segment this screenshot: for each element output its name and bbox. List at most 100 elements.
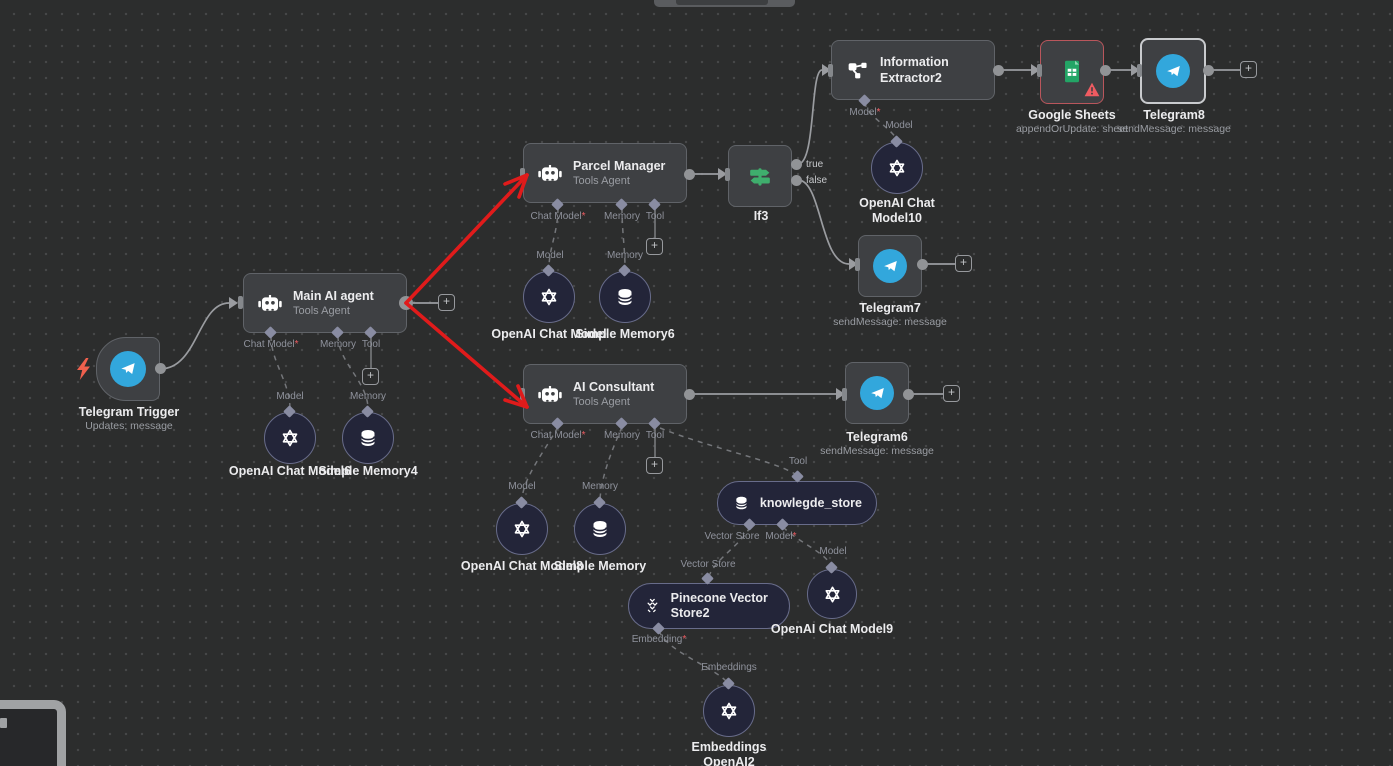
add-node-button[interactable]: + [1240,61,1257,78]
port-label: Model [276,391,304,402]
port-label: Model [885,120,913,131]
input-port[interactable] [520,168,525,181]
node-title: Information Extractor2 [880,54,949,85]
node-openai-chat-model[interactable] [523,271,575,323]
openai-icon [824,585,840,603]
node-telegram8[interactable] [1140,38,1206,104]
node-openai-chat-model10[interactable] [871,142,923,194]
add-tool-button[interactable]: + [646,238,663,255]
output-label-true: true [806,159,824,170]
node-subtitle-label: sendMessage: message [1117,123,1231,135]
node-name-label: Simple Memory6 [575,327,675,341]
node-main-ai-agent[interactable]: Main AI agent Tools Agent [243,273,407,333]
node-simple-memory6[interactable] [599,271,651,323]
output-port[interactable] [684,389,695,400]
lightning-icon [77,358,90,380]
node-information-extractor2[interactable]: Information Extractor2 [831,40,995,100]
openai-icon [282,429,298,447]
node-name-label: Telegram6 [846,430,908,444]
output-port-false[interactable] [791,175,802,186]
output-label-false: false [806,175,828,186]
node-title: AI Consultant [573,379,655,394]
input-port[interactable] [828,64,833,77]
output-port[interactable] [684,169,695,180]
node-name-label: OpenAI Chat Model9 [770,622,894,636]
node-subtitle-label: sendMessage: message [820,445,934,457]
openai-icon [721,702,737,720]
node-telegram7[interactable] [858,235,922,297]
port-label: Memory [319,339,357,350]
port-label: Embeddings [701,662,757,673]
output-port[interactable] [1203,65,1214,76]
node-openai-chat-model8[interactable] [496,503,548,555]
node-name-label: Simple Memory [553,559,647,573]
node-embeddings-openai2[interactable] [703,685,755,737]
input-port[interactable] [1137,64,1142,77]
output-port[interactable] [917,259,928,270]
telegram-icon [860,376,894,410]
database-icon [735,496,748,510]
port-label: Tool [361,339,381,350]
output-port[interactable] [155,363,166,374]
node-parcel-manager[interactable]: Parcel Manager Tools Agent [523,143,687,203]
robot-icon [538,164,562,181]
add-tool-button[interactable]: + [646,457,663,474]
port-label: Chat Model* [530,430,586,441]
node-simple-memory4[interactable] [342,412,394,464]
openai-icon [889,159,905,177]
node-title: knowlegde_store [759,496,862,510]
output-port[interactable] [993,65,1004,76]
node-name-label: If3 [753,209,769,223]
input-port[interactable] [842,388,847,401]
node-if3[interactable] [728,145,792,207]
plus-icon: + [442,294,450,308]
telegram-icon [1156,54,1190,88]
port-label: Model* [765,531,797,542]
node-name-label: Telegram Trigger [78,405,180,419]
node-knowledge-store[interactable]: knowlegde_store [717,481,877,525]
port-label: Model [536,250,564,261]
port-label: Memory [603,211,641,222]
add-node-button[interactable]: + [438,294,455,311]
pinecone-icon [647,598,658,613]
node-ai-consultant[interactable]: AI Consultant Tools Agent [523,364,687,424]
port-label: Tool [645,430,665,441]
output-port[interactable] [399,296,413,310]
plus-icon: + [366,368,374,382]
node-subtitle: Tools Agent [573,395,630,408]
node-name-label: Google Sheets [1028,108,1116,122]
input-port[interactable] [520,388,525,401]
node-subtitle-label: Updates: message [85,420,173,432]
node-pinecone-vector-store2[interactable]: Pinecone Vector Store2 [628,583,790,629]
robot-icon [258,294,282,311]
telegram-icon [110,351,146,387]
output-port[interactable] [903,389,914,400]
input-port[interactable] [855,258,860,271]
plus-icon: + [1244,61,1252,75]
plus-icon: + [650,457,658,471]
output-port-true[interactable] [791,159,802,170]
port-label: Vector Store [704,531,760,542]
node-simple-memory[interactable] [574,503,626,555]
node-telegram6[interactable] [845,362,909,424]
node-telegram-trigger[interactable] [96,337,160,401]
port-label: Memory [606,250,644,261]
add-node-button[interactable]: + [955,255,972,272]
plus-icon: + [650,238,658,252]
node-openai-chat-model9[interactable] [807,569,857,619]
input-port[interactable] [1037,64,1042,77]
node-name-label: Simple Memory4 [318,464,418,478]
node-name-label: Telegram7 [859,301,921,315]
switch-icon [750,168,770,186]
node-subtitle: Tools Agent [293,304,350,317]
node-openai-chat-model6[interactable] [264,412,316,464]
input-port[interactable] [238,296,243,309]
input-port[interactable] [725,168,730,181]
add-node-button[interactable]: + [943,385,960,402]
port-label: Vector Store [680,559,736,570]
telegram-icon [873,249,907,283]
node-subtitle-label: sendMessage: message [833,316,947,328]
output-port[interactable] [1100,65,1111,76]
add-tool-button[interactable]: + [362,368,379,385]
